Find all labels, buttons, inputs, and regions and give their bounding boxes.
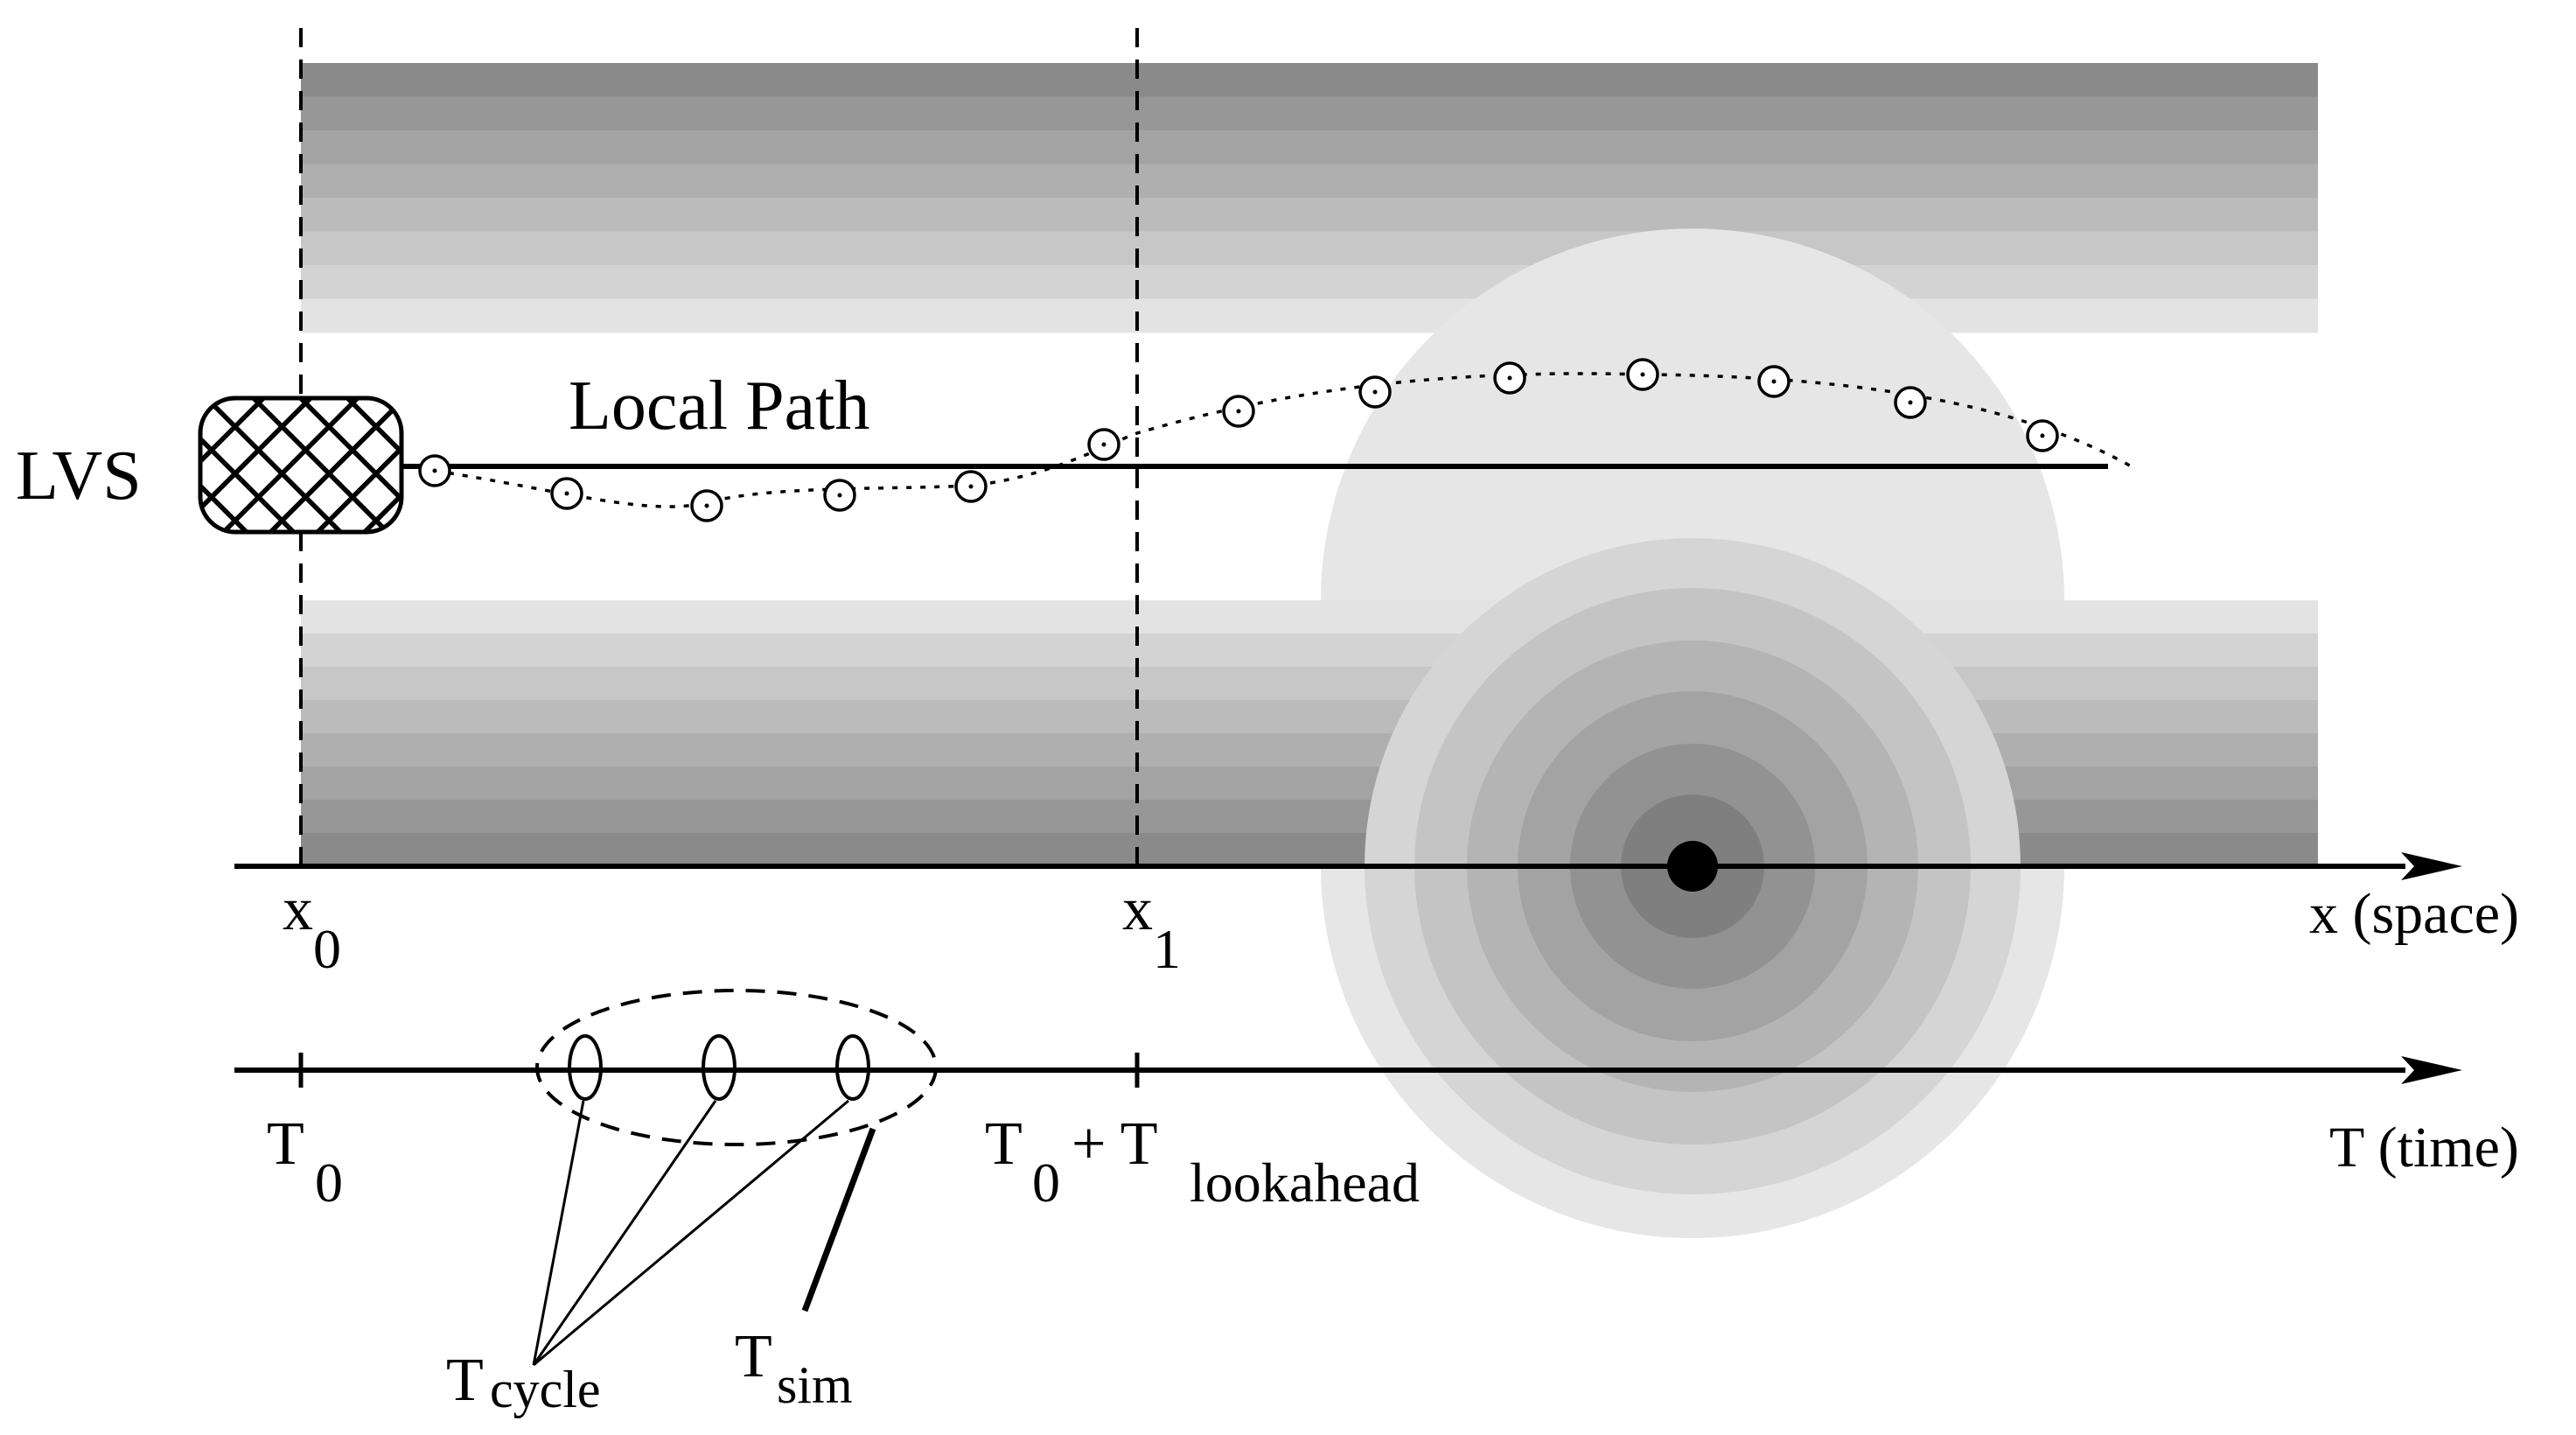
trajectory-sample-center — [1640, 372, 1645, 377]
lower-band-stripe — [301, 700, 2318, 734]
t-end-subscript: 0 — [1032, 1152, 1060, 1214]
obstacle-hazard-rings-upper — [1321, 228, 2064, 866]
x0-subscript: 0 — [313, 918, 341, 980]
tsim-label: T sim — [735, 1323, 853, 1414]
t0-label: T 0 — [267, 1110, 343, 1214]
t-axis-arrowhead — [2401, 1056, 2462, 1084]
x1-main: x — [1122, 876, 1153, 943]
tcycle-leader-1 — [532, 1100, 585, 1366]
upper-band-stripe — [301, 298, 2318, 333]
upper-band-stripe — [301, 164, 2318, 199]
lower-band-stripe — [301, 634, 2318, 668]
cycle-ellipse-1 — [568, 1034, 603, 1101]
x-axis-label: x (space) — [2309, 882, 2519, 946]
tsim-leader — [801, 1127, 876, 1312]
trajectory-sample-center — [1236, 409, 1241, 414]
x0-label: x 0 — [283, 876, 341, 980]
lower-band-stripe — [301, 600, 2318, 634]
trajectory-sample-center — [968, 484, 974, 489]
local-path-label: Local Path — [569, 368, 869, 444]
trajectory-sample-center — [1908, 400, 1913, 405]
vehicle-label: LVS — [16, 438, 142, 514]
tcycle-leader-2 — [532, 1100, 717, 1366]
t-end-subscript-2: lookahead — [1190, 1152, 1420, 1214]
lower-band-stripe — [301, 766, 2318, 801]
vehicle-icon — [198, 396, 404, 535]
trajectory-sample-center — [837, 493, 842, 498]
upper-band-stripe — [301, 265, 2318, 299]
upper-band-stripe — [301, 63, 2318, 97]
upper-band-stripe — [301, 130, 2318, 164]
obstacle-ring-over-band — [1621, 794, 1764, 866]
lower-band-stripe — [301, 733, 2318, 767]
upper-band-stripe — [301, 96, 2318, 131]
x1-label: x 1 — [1122, 876, 1181, 980]
lower-band-stripe — [301, 667, 2318, 701]
t-end-main: T — [985, 1110, 1023, 1178]
trajectory-samples — [418, 358, 2059, 522]
cycle-ellipse-3 — [835, 1034, 870, 1101]
trajectory-sample-center — [432, 468, 437, 473]
tcycle-subscript: cycle — [490, 1361, 601, 1418]
upper-boundary-band — [301, 63, 2318, 333]
t0-subscript: 0 — [315, 1152, 343, 1214]
t-end-plus: + T — [1072, 1110, 1157, 1178]
trajectory-sample-center — [2040, 433, 2045, 438]
tsim-main: T — [735, 1323, 772, 1390]
tcycle-leader-3 — [533, 1099, 849, 1367]
trajectory-sample-center — [1771, 379, 1777, 384]
upper-band-stripe — [301, 198, 2318, 232]
t0-main: T — [267, 1110, 304, 1178]
trajectory-sample-center — [704, 503, 709, 508]
tcycle-main: T — [446, 1347, 484, 1414]
x1-subscript: 1 — [1153, 918, 1181, 980]
trajectory-sample-center — [1372, 389, 1378, 395]
x0-main: x — [283, 876, 313, 943]
obstacle-icon — [1667, 841, 1718, 892]
trajectory-sample-center — [1507, 375, 1512, 381]
upper-band-stripe — [301, 231, 2318, 266]
tsim-subscript: sim — [777, 1356, 853, 1414]
x-axis-arrowhead — [2401, 852, 2462, 880]
tcycle-label: T cycle — [446, 1347, 601, 1418]
t-lookahead-label: T 0 + T lookahead — [985, 1110, 1420, 1214]
sim-window-ellipse — [535, 989, 938, 1146]
obstacle-ring-cap — [1321, 228, 2064, 600]
t-axis-label: T (time) — [2329, 1116, 2519, 1180]
trajectory-sample-center — [1101, 442, 1106, 447]
cycle-ellipse-2 — [702, 1034, 736, 1101]
trajectory-sample-center — [564, 491, 569, 496]
